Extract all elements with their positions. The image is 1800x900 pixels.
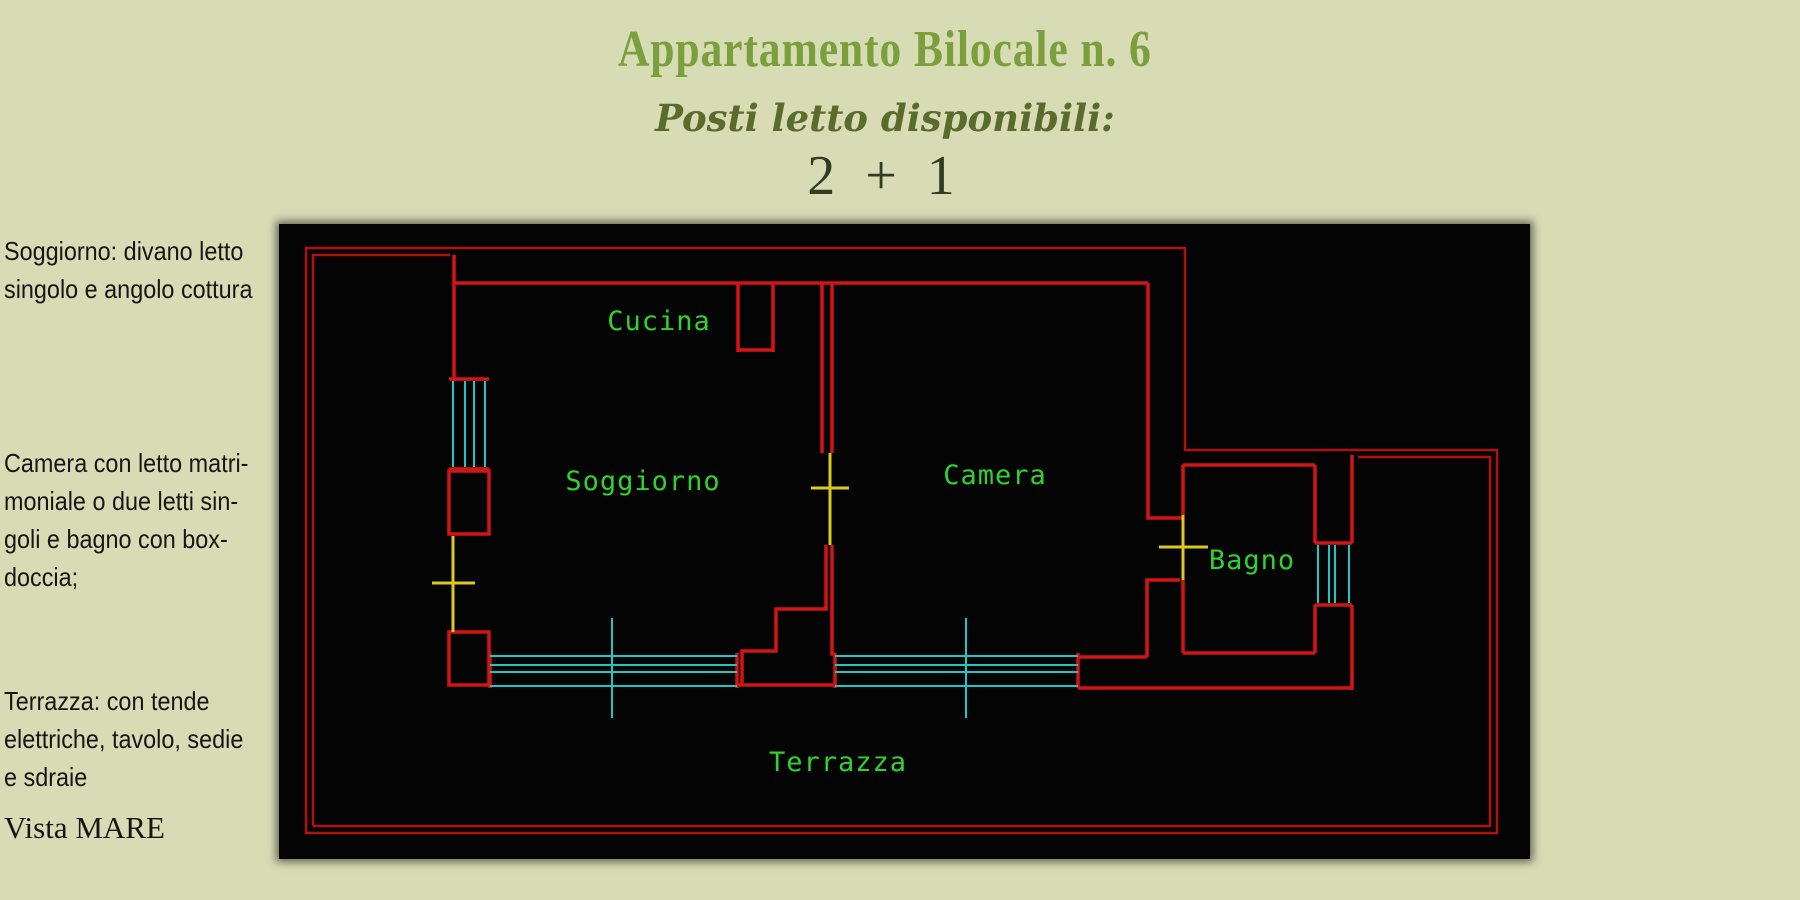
room-label: Camera: [943, 460, 1047, 491]
room-label: Cucina: [607, 306, 711, 337]
paragraph-line: Soggiorno: divano letto: [4, 236, 244, 266]
page-subtitle: Posti letto disponibili:: [655, 96, 1115, 140]
paragraph-line: elettriche, tavolo, sedie: [4, 724, 244, 754]
paragraph-terrazza: Terrazza: con tende elettriche, tavolo, s…: [4, 682, 270, 796]
room-label: Bagno: [1209, 545, 1295, 576]
beds-count: 2 + 1: [807, 145, 963, 207]
paragraph-line: Camera con letto matri-: [4, 448, 249, 478]
paragraph-line: moniale o due letti sin-: [4, 486, 239, 516]
apartment-walls: [447, 255, 1354, 690]
paragraph-camera: Camera con letto matri-moniale o due let…: [4, 444, 276, 596]
terrace-boundary: [304, 246, 1499, 835]
windows: [452, 381, 1350, 718]
paragraph-line: singolo e angolo cottura: [4, 274, 253, 304]
paragraph-soggiorno: Soggiorno: divano letto singolo e angolo …: [4, 232, 280, 308]
doors: [432, 453, 1208, 632]
room-label: Terrazza: [769, 747, 907, 778]
page-title: Appartamento Bilocale n. 6: [618, 21, 1152, 78]
room-label: Soggiorno: [565, 466, 720, 497]
paragraph-line: e sdraie: [4, 762, 88, 792]
sea-view-note: Vista MARE: [4, 810, 165, 845]
paragraph-line: doccia;: [4, 562, 79, 592]
paragraph-line: Terrazza: con tende: [4, 686, 210, 716]
paragraph-line: goli e bagno con box-: [4, 524, 228, 554]
